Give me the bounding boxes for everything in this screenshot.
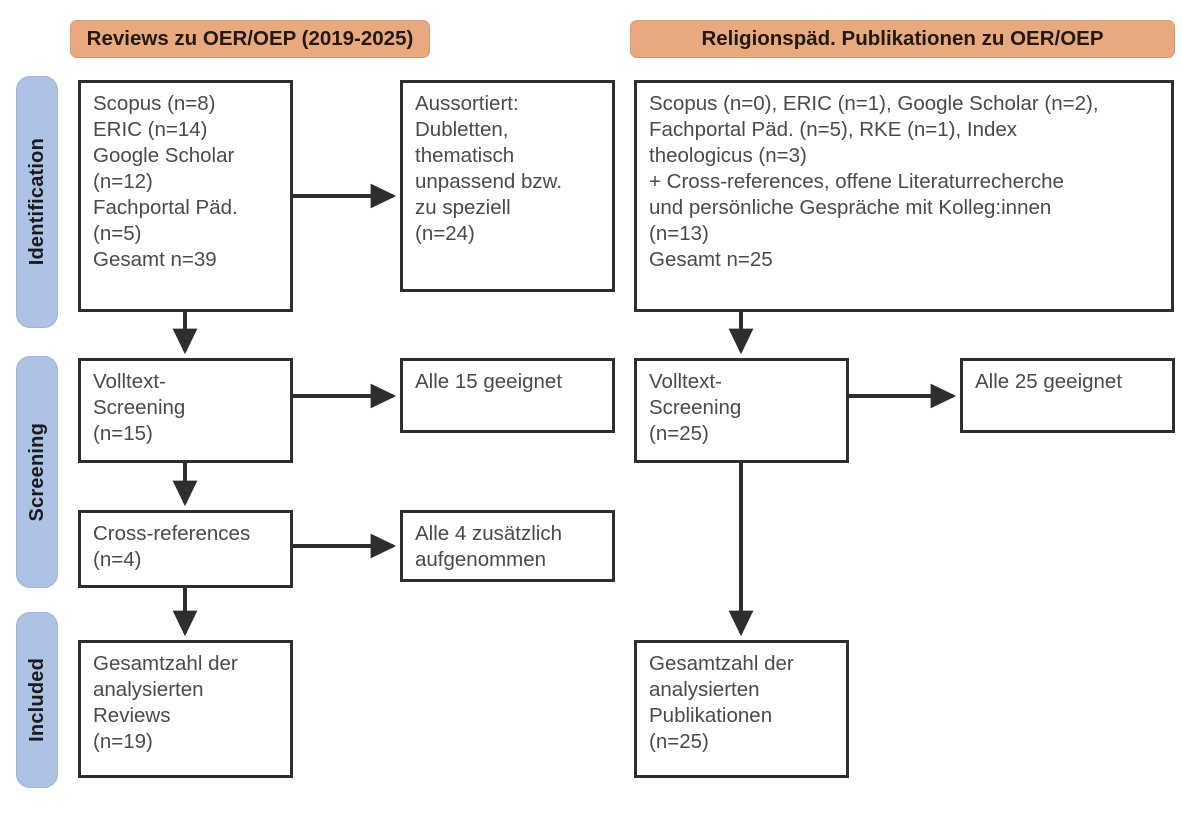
box-left-cross-references-note: Alle 4 zusätzlich aufgenommen (400, 510, 615, 582)
box-left-cross-references: Cross-references (n=4) (78, 510, 293, 588)
box-left-sources: Scopus (n=8) ERIC (n=14) Google Scholar … (78, 80, 293, 312)
box-right-all-suited-text: Alle 25 geeignet (975, 370, 1123, 393)
column-header-left: Reviews zu OER/OEP (2019-2025) (70, 20, 430, 58)
box-left-all-suited-text: Alle 15 geeignet (415, 370, 563, 393)
stage-label-identification: Identification (25, 138, 48, 266)
box-right-total-included-text: Gesamtzahl der analysierten Publikatione… (649, 652, 794, 754)
stage-label-screening: Screening (25, 422, 48, 522)
stage-label-included: Included (25, 658, 48, 742)
box-right-total-included: Gesamtzahl der analysierten Publikatione… (634, 640, 849, 778)
box-left-excluded-text: Aussortiert: Dubletten, thematisch unpas… (415, 92, 563, 246)
box-left-fulltext-screening-text: Volltext- Screening (n=15) (93, 370, 186, 446)
box-right-sources-text: Scopus (n=0), ERIC (n=1), Google Scholar… (649, 92, 1099, 272)
box-left-all-suited: Alle 15 geeignet (400, 358, 615, 433)
box-left-total-included-text: Gesamtzahl der analysierten Reviews (n=1… (93, 652, 238, 754)
box-right-all-suited: Alle 25 geeignet (960, 358, 1175, 433)
column-header-right: Religionspäd. Publikationen zu OER/OEP (630, 20, 1175, 58)
box-right-fulltext-screening-text: Volltext- Screening (n=25) (649, 370, 742, 446)
box-left-cross-references-text: Cross-references (n=4) (93, 522, 251, 572)
stage-bar-screening: Screening (16, 356, 58, 588)
stage-bar-included: Included (16, 612, 58, 788)
box-right-sources: Scopus (n=0), ERIC (n=1), Google Scholar… (634, 80, 1174, 312)
box-right-fulltext-screening: Volltext- Screening (n=25) (634, 358, 849, 463)
box-left-excluded: Aussortiert: Dubletten, thematisch unpas… (400, 80, 615, 292)
stage-bar-identification: Identification (16, 76, 58, 328)
box-left-sources-text: Scopus (n=8) ERIC (n=14) Google Scholar … (93, 92, 238, 272)
box-left-total-included: Gesamtzahl der analysierten Reviews (n=1… (78, 640, 293, 778)
box-left-cross-references-note-text: Alle 4 zusätzlich aufgenommen (415, 522, 562, 572)
box-left-fulltext-screening: Volltext- Screening (n=15) (78, 358, 293, 463)
